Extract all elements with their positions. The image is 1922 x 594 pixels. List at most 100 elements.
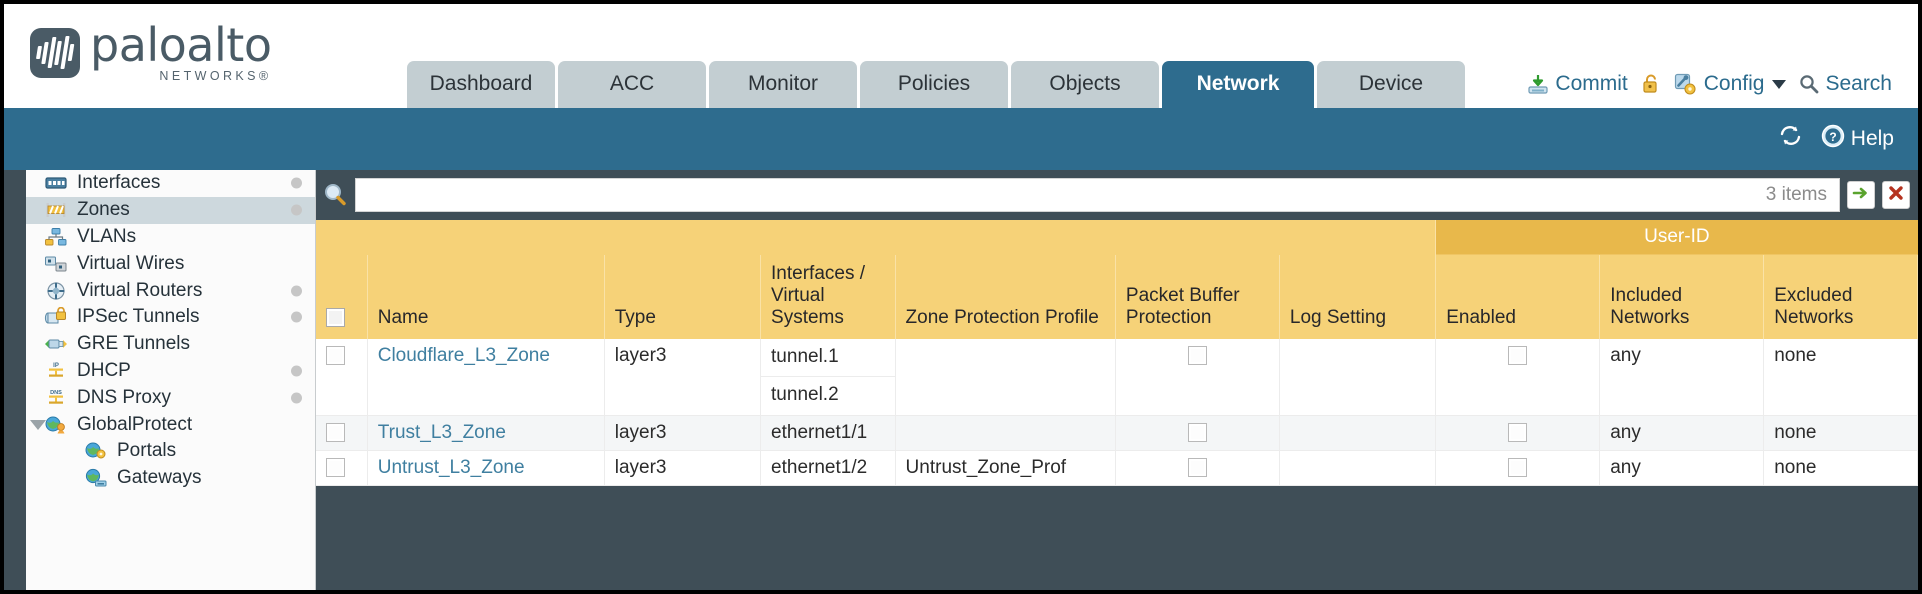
- virtual-wires-icon: [44, 254, 68, 274]
- cell-included-networks: any: [1599, 415, 1765, 451]
- virtual-routers-icon: [44, 281, 68, 301]
- zone-name-link[interactable]: Trust_L3_Zone: [377, 421, 506, 443]
- row-checkbox[interactable]: [326, 457, 345, 477]
- sidebar-item-dhcp[interactable]: IP DHCP: [26, 358, 315, 385]
- tab-monitor[interactable]: Monitor: [709, 61, 857, 108]
- vlans-icon: [44, 227, 68, 247]
- userid-enabled-checkbox[interactable]: [1508, 345, 1528, 365]
- select-all-checkbox[interactable]: [326, 307, 345, 327]
- cell-excluded-networks: none: [1763, 450, 1918, 486]
- tab-policies[interactable]: Policies: [860, 61, 1008, 108]
- cell-userid-enabled: [1435, 338, 1601, 416]
- sidebar-item-gre-tunnels[interactable]: GRE Tunnels: [26, 331, 315, 358]
- sidebar-item-ipsec-tunnels[interactable]: IPSec Tunnels: [26, 304, 315, 331]
- sidebar-item-label: VLANs: [77, 225, 137, 247]
- unlocked-padlock-icon[interactable]: [1641, 73, 1661, 95]
- search-magnifier-icon[interactable]: [322, 182, 348, 208]
- row-select-cell: [316, 450, 368, 486]
- tab-acc[interactable]: ACC: [558, 61, 706, 108]
- sidebar-status-dot: [291, 204, 302, 216]
- cell-log-setting: [1279, 450, 1437, 486]
- ipsec-tunnels-icon: [44, 307, 68, 327]
- tab-network[interactable]: Network: [1162, 61, 1314, 108]
- userid-enabled-checkbox[interactable]: [1508, 422, 1528, 442]
- tab-device[interactable]: Device: [1317, 61, 1465, 108]
- table-header-row: Name Type Interfaces / Virtual Systems Z…: [316, 254, 1918, 339]
- search-button[interactable]: Search: [1799, 72, 1892, 96]
- row-select-cell: [316, 338, 368, 416]
- svg-text:?: ?: [1829, 130, 1836, 144]
- apply-filter-button[interactable]: [1847, 181, 1875, 209]
- col-header-excluded-networks[interactable]: Excluded Networks: [1763, 254, 1918, 339]
- sidebar-item-label: Zones: [77, 199, 130, 221]
- expand-triangle-icon[interactable]: [30, 419, 46, 430]
- globalprotect-icon: [44, 415, 68, 435]
- cell-log-setting: [1279, 415, 1437, 451]
- cell-log-setting: [1279, 338, 1437, 416]
- cell-included-networks: any: [1599, 450, 1765, 486]
- cell-name: Cloudflare_L3_Zone: [367, 338, 605, 416]
- zone-name-link[interactable]: Untrust_L3_Zone: [377, 456, 525, 478]
- col-header-included-networks[interactable]: Included Networks: [1599, 254, 1765, 339]
- sidebar-item-dns-proxy[interactable]: DNS DNS Proxy: [26, 384, 315, 411]
- table-row[interactable]: Untrust_L3_Zone layer3 ethernet1/2 Untru…: [316, 450, 1918, 486]
- group-header-userid: User-ID: [1435, 220, 1918, 255]
- zones-search-row: 3 items: [316, 170, 1918, 220]
- help-label: Help: [1850, 127, 1894, 150]
- sidebar-item-zones[interactable]: Zones: [26, 196, 315, 224]
- sidebar-item-gateways[interactable]: Gateways: [26, 465, 315, 492]
- chevron-down-icon: [1772, 79, 1787, 89]
- col-header-log-setting[interactable]: Log Setting: [1279, 254, 1437, 339]
- refresh-icon[interactable]: [1778, 124, 1804, 154]
- zones-search-input[interactable]: 3 items: [355, 178, 1840, 212]
- sidebar-item-label: DHCP: [77, 359, 131, 381]
- top-action-bar: Commit: [1527, 72, 1892, 96]
- cell-name: Trust_L3_Zone: [367, 415, 605, 451]
- tab-dashboard[interactable]: Dashboard: [407, 61, 555, 108]
- header-bar: paloalto NETWORKS® Dashboard ACC Monitor…: [4, 4, 1918, 108]
- tab-objects[interactable]: Objects: [1011, 61, 1159, 108]
- sidebar-item-portals[interactable]: Portals: [26, 438, 315, 465]
- search-magnifier-icon: [1799, 74, 1819, 94]
- sidebar-status-dot: [291, 311, 302, 323]
- table-row[interactable]: Trust_L3_Zone layer3 ethernet1/1: [316, 415, 1918, 451]
- red-x-clear-icon: [1886, 183, 1906, 208]
- col-header-packet-buffer-protection[interactable]: Packet Buffer Protection: [1115, 254, 1280, 339]
- config-menu-button[interactable]: Config: [1674, 72, 1787, 96]
- col-header-interfaces[interactable]: Interfaces / Virtual Systems: [760, 254, 896, 339]
- sidebar-item-label: Virtual Routers: [77, 279, 203, 301]
- sidebar-item-interfaces[interactable]: Interfaces: [26, 170, 315, 197]
- cell-zone-protection-profile: [895, 415, 1116, 451]
- row-checkbox[interactable]: [326, 345, 345, 365]
- col-header-name[interactable]: Name: [367, 254, 605, 339]
- cell-excluded-networks: none: [1763, 338, 1918, 416]
- body-area: Interfaces Zones: [4, 170, 1918, 590]
- col-header-type[interactable]: Type: [604, 254, 762, 339]
- userid-enabled-checkbox[interactable]: [1508, 457, 1528, 477]
- packet-buffer-protection-checkbox[interactable]: [1187, 422, 1207, 442]
- help-button[interactable]: ? Help: [1821, 124, 1894, 154]
- sidebar-item-label: Gateways: [117, 467, 202, 489]
- row-checkbox[interactable]: [326, 422, 345, 442]
- packet-buffer-protection-checkbox[interactable]: [1187, 457, 1207, 477]
- cell-interfaces: ethernet1/1: [760, 415, 896, 451]
- col-header-zone-protection-profile[interactable]: Zone Protection Profile: [895, 254, 1116, 339]
- main-nav-tabs: Dashboard ACC Monitor Policies Objects N…: [407, 61, 1465, 108]
- sidebar-item-vlans[interactable]: VLANs: [26, 224, 315, 251]
- sidebar-item-virtual-wires[interactable]: Virtual Wires: [26, 250, 315, 277]
- sidebar-item-virtual-routers[interactable]: Virtual Routers: [26, 277, 315, 304]
- sidebar-item-label: DNS Proxy: [77, 386, 171, 408]
- table-group-header-row: User-ID: [316, 220, 1918, 255]
- green-arrow-apply-icon: [1851, 183, 1871, 208]
- zone-name-link[interactable]: Cloudflare_L3_Zone: [377, 344, 550, 366]
- cell-name: Untrust_L3_Zone: [367, 450, 605, 486]
- col-header-userid-enabled[interactable]: Enabled: [1435, 254, 1601, 339]
- clear-filter-button[interactable]: [1882, 181, 1910, 209]
- commit-download-icon: [1527, 73, 1549, 95]
- packet-buffer-protection-checkbox[interactable]: [1187, 345, 1207, 365]
- sidebar-item-globalprotect[interactable]: GlobalProtect: [26, 411, 315, 438]
- interface-item: tunnel.2: [771, 383, 839, 405]
- cell-zone-protection-profile: Untrust_Zone_Prof: [895, 450, 1116, 486]
- commit-button[interactable]: Commit: [1527, 72, 1628, 96]
